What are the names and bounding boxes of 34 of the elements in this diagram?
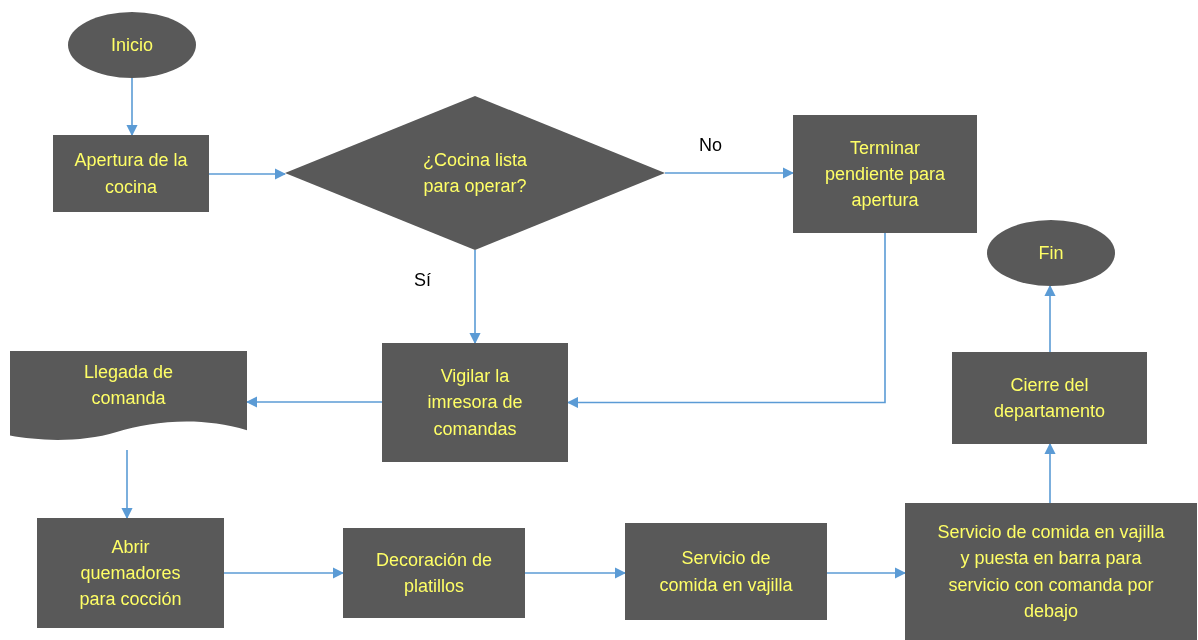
process-box bbox=[625, 523, 827, 620]
arrow bbox=[121, 449, 133, 520]
arrow bbox=[208, 168, 287, 180]
node-text: Apertura de la cocina bbox=[73, 149, 189, 199]
node-text: Terminar pendiente para apertura bbox=[823, 136, 947, 213]
node-text: Vigilar la imresora de comandas bbox=[426, 365, 524, 441]
arrow bbox=[223, 567, 345, 579]
decision-diamond bbox=[285, 96, 665, 250]
arrow bbox=[664, 167, 795, 179]
node-text: Servicio de comida en vajilla bbox=[658, 547, 794, 597]
node-text: Decoración de platillos bbox=[374, 548, 494, 598]
arrow bbox=[524, 567, 627, 579]
node-text: Cierre del departamento bbox=[992, 373, 1107, 423]
process-box bbox=[53, 135, 209, 212]
process-box bbox=[382, 343, 568, 462]
process-box bbox=[37, 518, 224, 628]
process-box bbox=[905, 503, 1197, 640]
node-text: Inicio bbox=[111, 33, 153, 57]
terminal-ellipse bbox=[987, 220, 1115, 286]
document-shape bbox=[10, 351, 247, 441]
node-text: Abrir quemadores para cocción bbox=[78, 535, 183, 612]
process-box bbox=[793, 115, 977, 233]
node-text: Fin bbox=[1038, 241, 1064, 265]
arrow bbox=[1044, 284, 1056, 353]
process-box bbox=[343, 528, 525, 618]
arrow bbox=[126, 77, 138, 137]
arrow bbox=[469, 249, 481, 345]
arrow bbox=[1044, 442, 1056, 504]
node-text: ¿Cocina lista para operar? bbox=[421, 148, 528, 198]
node-text: Llegada de comanda bbox=[82, 360, 175, 410]
arrow bbox=[826, 567, 907, 579]
node-text: Servicio de comida en vajilla y puesta en barra para servicio con comanda por debajo bbox=[936, 521, 1166, 623]
terminal-ellipse bbox=[68, 12, 196, 78]
process-box bbox=[952, 352, 1147, 444]
